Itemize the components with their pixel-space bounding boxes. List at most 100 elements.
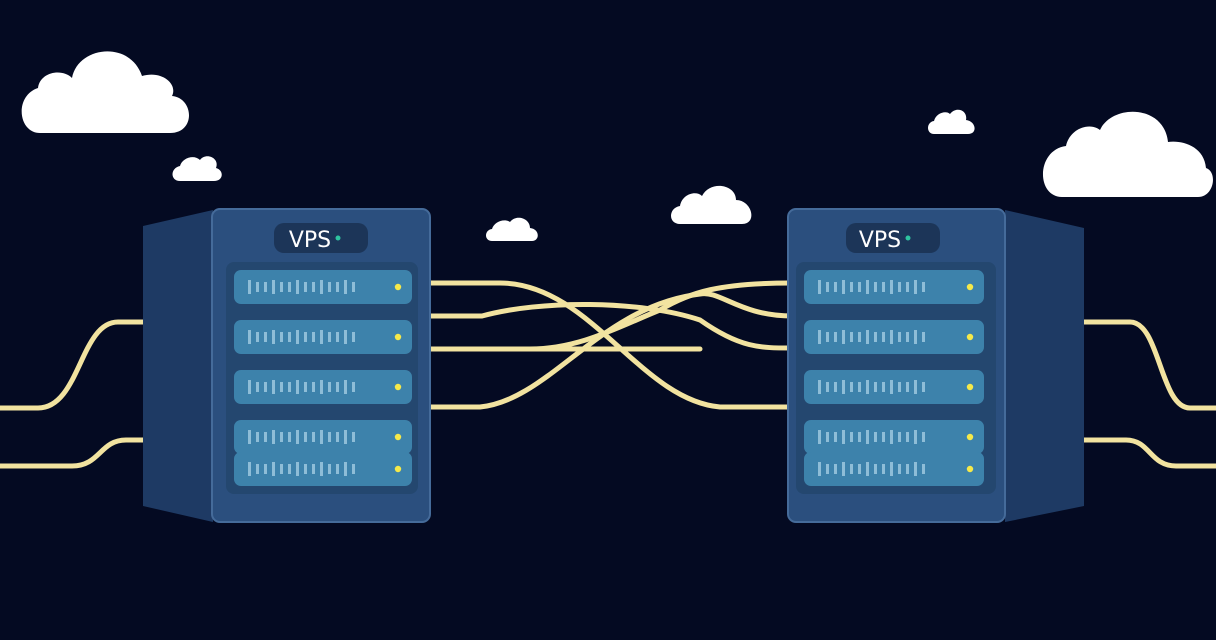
vent-slot	[328, 332, 331, 342]
vent-slot	[834, 282, 837, 292]
clouds	[21, 51, 1213, 241]
vent-slot	[336, 464, 339, 474]
vent-slot	[280, 382, 283, 392]
vent-slot	[312, 382, 315, 392]
cable	[425, 291, 795, 410]
drive-led-icon	[394, 465, 402, 473]
vent-slot	[850, 282, 853, 292]
vent-slot	[304, 432, 307, 442]
drive-led-icon	[966, 333, 974, 341]
vent-slot	[352, 432, 355, 442]
vent-slot	[850, 432, 853, 442]
vent-slot	[922, 332, 925, 342]
cloud-icon	[928, 109, 975, 134]
cable	[0, 437, 148, 469]
vent-slot	[304, 382, 307, 392]
vps-label: VPS	[289, 228, 331, 253]
vent-slot	[296, 430, 299, 444]
vent-slot	[898, 332, 901, 342]
vent-slot	[288, 432, 291, 442]
vent-slot	[328, 432, 331, 442]
vent-slot	[906, 464, 909, 474]
vent-slot	[280, 464, 283, 474]
vent-slot	[336, 282, 339, 292]
vent-slot	[874, 432, 877, 442]
vent-slot	[296, 380, 299, 394]
vent-slot	[890, 430, 893, 444]
vent-slot	[882, 464, 885, 474]
vent-slot	[866, 280, 869, 294]
vent-slot	[874, 282, 877, 292]
vent-slot	[248, 330, 251, 344]
cable	[0, 319, 148, 411]
vent-slot	[818, 380, 821, 394]
vent-slot	[272, 380, 275, 394]
drive-bays	[804, 270, 984, 486]
cable	[425, 301, 795, 351]
vent-slot	[288, 382, 291, 392]
status-dot	[335, 235, 341, 241]
vent-slot	[914, 380, 917, 394]
vent-slot	[288, 332, 291, 342]
drive-led-icon	[394, 333, 402, 341]
vent-slot	[842, 280, 845, 294]
vent-slot	[280, 332, 283, 342]
drive-bay	[234, 452, 412, 486]
drive-bay	[804, 370, 984, 404]
vent-slot	[882, 332, 885, 342]
vent-slot	[336, 332, 339, 342]
vent-slot	[874, 382, 877, 392]
vent-slot	[826, 432, 829, 442]
vent-slot	[834, 332, 837, 342]
drive-bay	[804, 320, 984, 354]
drive-bays	[234, 270, 412, 486]
vent-slot	[280, 282, 283, 292]
vent-slot	[328, 282, 331, 292]
vent-slot	[304, 464, 307, 474]
vent-slot	[328, 464, 331, 474]
vps-badge	[274, 223, 368, 253]
vps-label: VPS	[859, 228, 901, 253]
cloud-icon	[172, 156, 222, 181]
drive-bay-body	[804, 370, 984, 404]
drive-bay-body	[804, 452, 984, 486]
vent-slot	[296, 462, 299, 476]
vent-slot	[922, 464, 925, 474]
vent-slot	[272, 430, 275, 444]
vent-slot	[906, 282, 909, 292]
vent-slot	[264, 464, 267, 474]
vent-slot	[826, 332, 829, 342]
vent-slot	[248, 462, 251, 476]
vent-slot	[344, 280, 347, 294]
vent-slot	[344, 430, 347, 444]
vent-slot	[890, 280, 893, 294]
vent-slot	[826, 464, 829, 474]
vent-slot	[352, 382, 355, 392]
vent-slot	[858, 464, 861, 474]
server-left: VPS	[143, 208, 431, 523]
vent-slot	[906, 332, 909, 342]
vent-slot	[312, 332, 315, 342]
vent-slot	[866, 380, 869, 394]
vent-slot	[344, 330, 347, 344]
vent-slot	[890, 462, 893, 476]
drive-bay	[804, 452, 984, 486]
drive-bay-body	[804, 270, 984, 304]
vent-slot	[264, 432, 267, 442]
vent-slot	[914, 462, 917, 476]
drive-led-icon	[394, 383, 402, 391]
vent-slot	[922, 432, 925, 442]
vent-slot	[906, 382, 909, 392]
vent-slot	[248, 280, 251, 294]
vent-slot	[898, 282, 901, 292]
drive-led-icon	[966, 433, 974, 441]
vent-slot	[890, 330, 893, 344]
vent-slot	[264, 382, 267, 392]
vent-slot	[280, 432, 283, 442]
vent-slot	[842, 430, 845, 444]
vent-slot	[288, 282, 291, 292]
drive-bay	[804, 270, 984, 304]
vent-slot	[352, 332, 355, 342]
vent-slot	[264, 332, 267, 342]
vent-slot	[344, 462, 347, 476]
